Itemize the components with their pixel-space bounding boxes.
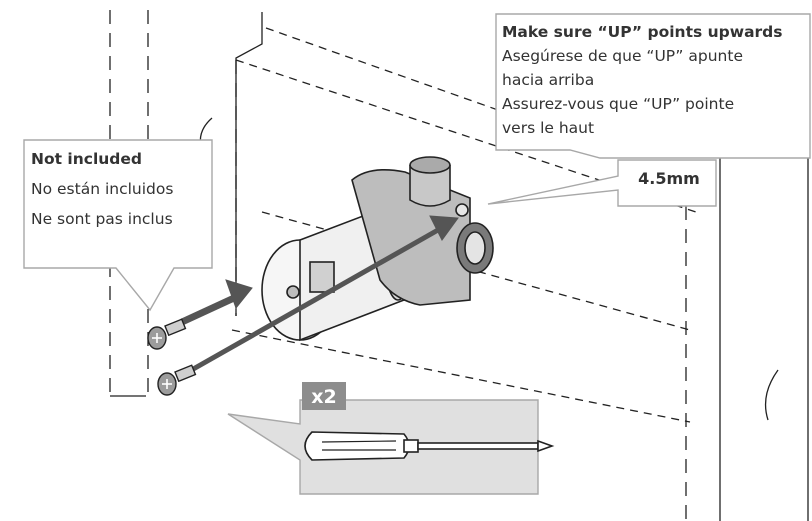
screwdriver-icon	[304, 431, 555, 461]
tool-quantity-label: x2	[311, 386, 337, 408]
valve-cartridge-icon	[261, 156, 494, 342]
orientation-es-line1: Asegúrese de que “UP” apunte	[502, 47, 743, 65]
not-included-text: Not included No están incluidos Ne sont …	[31, 146, 206, 233]
orientation-callout	[495, 13, 811, 159]
orientation-text: Make sure “UP” points upwards Asegúrese …	[502, 20, 808, 140]
screw-icon	[147, 318, 197, 396]
not-included-es: No están incluidos	[31, 180, 174, 198]
quantity-badge	[302, 382, 346, 410]
not-included-callout	[23, 139, 213, 312]
arrow-icon	[180, 215, 459, 375]
drill-size-callout	[487, 159, 717, 207]
not-included-fr: Ne sont pas inclus	[31, 210, 173, 228]
orientation-fr-line1: Assurez-vous que “UP” pointe	[502, 95, 735, 113]
orientation-es-line2: hacia arriba	[502, 71, 595, 89]
drill-size-label: 4.5mm	[638, 169, 700, 188]
not-included-en: Not included	[31, 150, 143, 168]
orientation-fr-line2: vers le haut	[502, 119, 595, 137]
orientation-en: Make sure “UP” points upwards	[502, 23, 783, 41]
